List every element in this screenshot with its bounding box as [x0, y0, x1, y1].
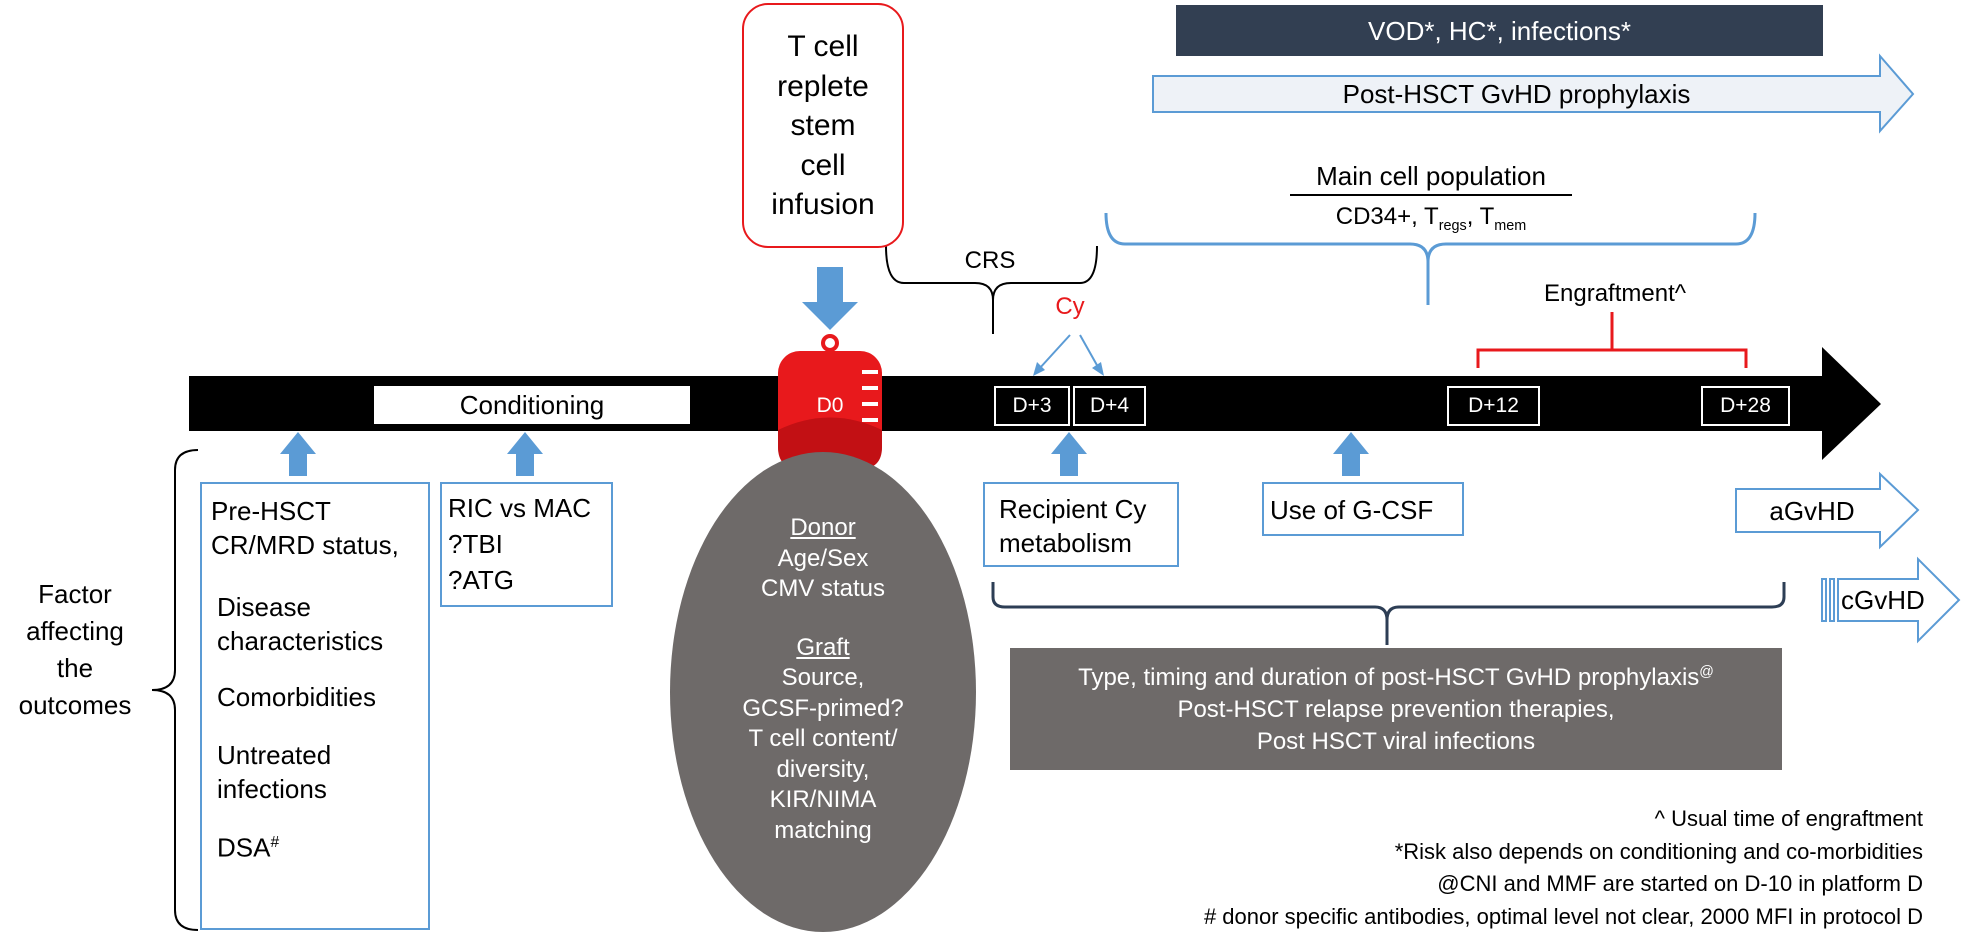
- infusion-line: stem: [790, 109, 856, 142]
- prophylaxis-arrow: [1152, 53, 1915, 134]
- footnotes: ^ Usual time of engraftment *Risk also d…: [1204, 803, 1923, 933]
- untreated-line1: Untreated: [217, 740, 332, 770]
- up-arrow-gcsf: [1333, 432, 1369, 476]
- engraftment-label: Engraftment^: [1544, 280, 1686, 307]
- graft-line: T cell content/: [748, 725, 898, 752]
- conditioning-option: ?ATG: [448, 565, 514, 595]
- infusion-line: infusion: [771, 188, 875, 221]
- cgvhd-label: cGvHD: [1841, 585, 1925, 615]
- cells-prefix: CD34+, T: [1335, 203, 1439, 230]
- donor-heading: Donor: [790, 514, 856, 541]
- footnote: ^ Usual time of engraftment: [1654, 806, 1923, 831]
- infusion-line: cell: [800, 148, 846, 182]
- graft-line: matching: [774, 816, 872, 844]
- recipient-cy-box: Recipient Cy metabolism: [983, 482, 1179, 567]
- gray-line1-sup: @: [1699, 664, 1714, 680]
- pre-hsct-line1: Pre-HSCT: [211, 496, 331, 526]
- gcsf-box: Use of G-CSF: [1262, 482, 1464, 536]
- dsa-text: DSA: [217, 832, 271, 863]
- cgvhd-arrow: [1837, 556, 1961, 644]
- disease-line1: Disease: [217, 592, 311, 622]
- gray-line3: Post HSCT viral infections: [1256, 728, 1536, 755]
- main-population-title: Main cell population: [1316, 161, 1546, 191]
- recipient-cy-line: Recipient Cy: [999, 494, 1147, 524]
- donor-text: Donor Age/Sex CMV status Graft Source, G…: [673, 513, 973, 846]
- day-d12: D+12: [1447, 386, 1540, 426]
- factor-line: affecting: [26, 616, 124, 646]
- gray-box-text: Type, timing and duration of post-HSCT G…: [1010, 656, 1782, 758]
- conditioning-option: ?TBI: [448, 529, 503, 559]
- graft-line: diversity,: [776, 755, 870, 783]
- donor-ellipse: [670, 452, 976, 932]
- footnote: # donor specific antibodies, optimal lev…: [1203, 903, 1923, 929]
- agvhd-arrow: [1735, 471, 1920, 550]
- gray-line1: Type, timing and duration of post-HSCT G…: [1078, 664, 1700, 691]
- factor-line: Factor: [38, 579, 112, 609]
- conditioning-option: RIC vs MAC: [448, 493, 591, 523]
- factor-label: Factor affecting the outcomes: [0, 576, 150, 724]
- up-arrow-conditioning: [507, 432, 543, 476]
- up-arrow-recipient-cy: [1051, 432, 1087, 476]
- conditioning-bar: Conditioning: [373, 385, 691, 425]
- graft-line: Source,: [781, 664, 865, 691]
- up-arrow-pre-hsct: [280, 432, 316, 476]
- disease-line2: characteristics: [217, 626, 384, 656]
- graft-heading: Graft: [796, 633, 850, 661]
- day-d0: D0: [816, 394, 844, 417]
- factor-line: the: [56, 653, 94, 683]
- cy-arrow-left: [1038, 334, 1071, 370]
- infusion-box: T cell replete stem cell infusion: [742, 3, 904, 248]
- graft-line: KIR/NIMA: [769, 786, 877, 813]
- gray-line2: Post-HSCT relapse prevention therapies,: [1177, 696, 1615, 723]
- pre-hsct-line2: CR/MRD status,: [211, 530, 399, 560]
- untreated-line2: infections: [217, 774, 327, 804]
- graft-line: GCSF-primed?: [742, 694, 904, 722]
- infusion-line: T cell: [787, 30, 859, 63]
- day-d3: D+3: [994, 386, 1070, 426]
- footnote: @CNI and MMF are started on D-10 in plat…: [1437, 871, 1923, 896]
- cy-label: Cy: [1055, 293, 1085, 320]
- cells-sub1: regs: [1438, 217, 1467, 234]
- cells-sub2: mem: [1494, 217, 1527, 234]
- banner-text: VOD*, HC*, infections*: [1368, 16, 1631, 46]
- main-population-brace: [1104, 212, 1757, 305]
- donor-line: Age/Sex: [777, 544, 869, 572]
- cells-mid: , T: [1466, 203, 1495, 230]
- infusion-line: replete: [777, 69, 869, 103]
- factor-line: outcomes: [18, 690, 132, 720]
- gray-box: [1010, 648, 1782, 770]
- engraftment-bracket: [1476, 312, 1748, 368]
- crs-label: CRS: [964, 247, 1016, 274]
- day-d4: D+4: [1073, 386, 1146, 426]
- crs-brace: [885, 245, 1098, 334]
- dsa-sup: #: [270, 834, 280, 851]
- prophylaxis-label: Post-HSCT GvHD prophylaxis: [1342, 79, 1691, 109]
- factor-brace: [151, 449, 199, 931]
- donor-line: CMV status: [760, 575, 886, 602]
- agvhd-label: aGvHD: [1769, 496, 1855, 526]
- footnote: *Risk also depends on conditioning and c…: [1394, 838, 1923, 864]
- main-population-cells: CD34+, Tregs, Tmem: [1260, 202, 1602, 241]
- pre-hsct-box: Pre-HSCT CR/MRD status, Disease characte…: [200, 482, 430, 930]
- recipient-cy-line: metabolism: [999, 528, 1132, 558]
- infusion-down-arrow: [802, 267, 858, 330]
- cy-arrow-right: [1079, 334, 1099, 368]
- day-d28: D+28: [1701, 386, 1790, 426]
- conditioning-options-box: RIC vs MAC ?TBI ?ATG: [440, 482, 613, 607]
- comorbidities: Comorbidities: [217, 682, 376, 712]
- bottom-brace: [991, 582, 1786, 645]
- top-banner: [1176, 5, 1823, 56]
